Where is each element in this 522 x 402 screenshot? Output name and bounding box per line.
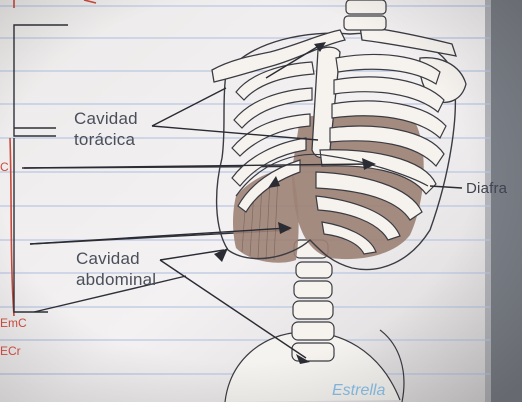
- label-thoracic-cavity: Cavidad torácica: [74, 108, 138, 150]
- label-thoracic-line1: Cavidad: [74, 108, 138, 129]
- margin-mark-c: C: [0, 160, 9, 174]
- margin-mark-emc: EmC: [0, 316, 27, 330]
- label-diaphragm: Diafra: [466, 178, 507, 199]
- publisher-watermark: Estrella: [332, 382, 385, 400]
- label-abdominal-line2: abdominal: [76, 269, 156, 290]
- label-abdominal-cavity: Cavidad abdominal: [76, 248, 156, 290]
- label-abdominal-line1: Cavidad: [76, 248, 156, 269]
- label-thoracic-line2: torácica: [74, 129, 138, 150]
- margin-mark-ecr: ECr: [0, 344, 21, 358]
